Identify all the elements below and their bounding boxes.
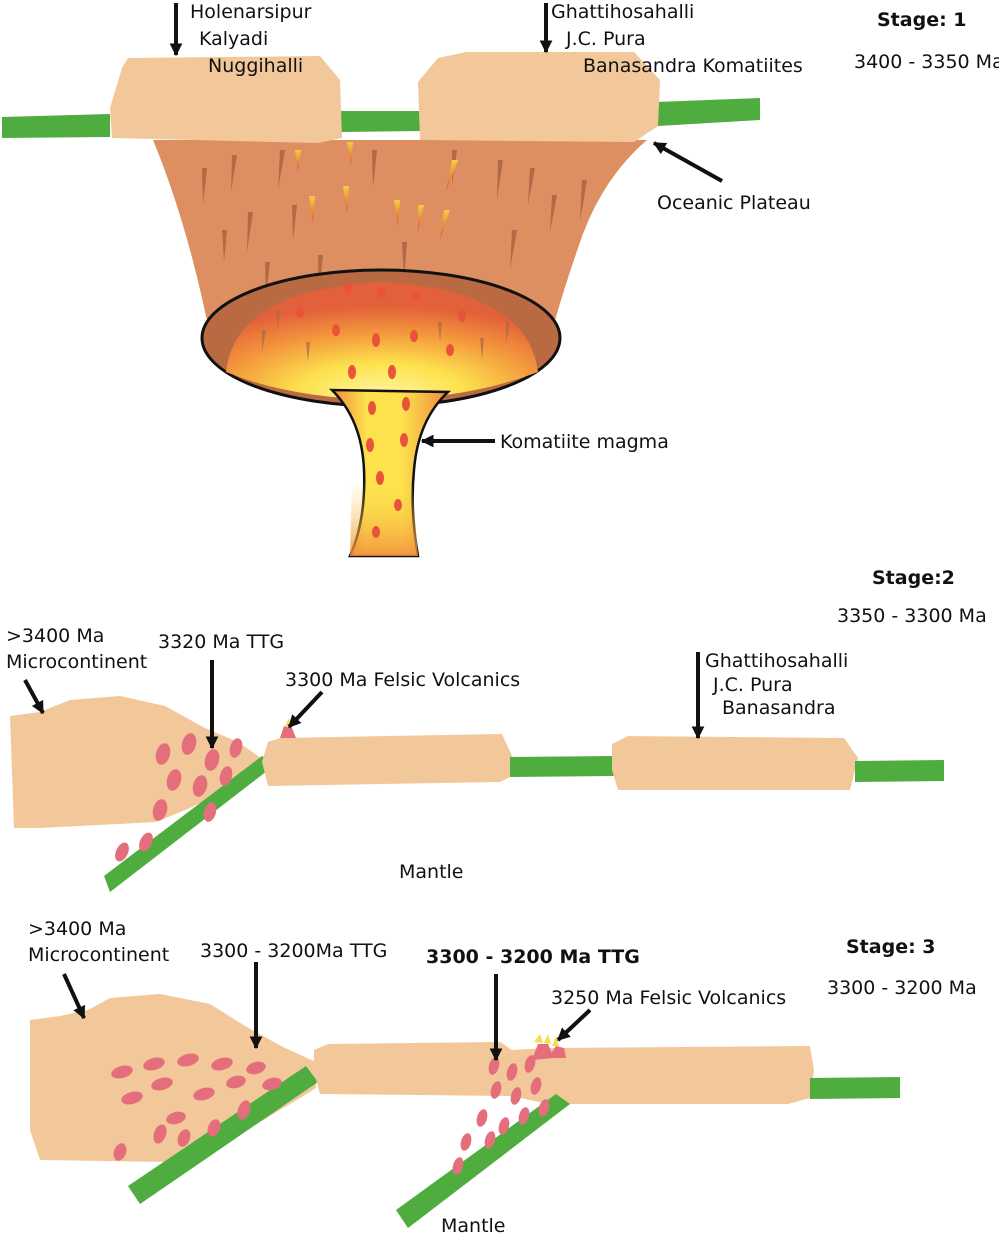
komatiite-droplets bbox=[296, 282, 466, 538]
locality-jc-pura-stage-2: J.C. Pura bbox=[712, 674, 793, 696]
label-ttg-stage-2: 3320 Ma TTG bbox=[158, 631, 284, 653]
label-microcontinent-age-stage-2: >3400 Ma bbox=[6, 625, 104, 647]
arrow-oceanic-plateau bbox=[652, 141, 723, 183]
oceanic-crust-middle bbox=[340, 111, 424, 132]
stage-2-title: Stage:2 bbox=[872, 567, 955, 589]
stage-1-age: 3400 - 3350 Ma bbox=[854, 51, 999, 73]
oceanic-plateau-left bbox=[110, 56, 342, 143]
label-oceanic-plateau: Oceanic Plateau bbox=[657, 192, 811, 214]
stage-3-age: 3300 - 3200 Ma bbox=[827, 977, 977, 999]
locality-nuggihalli: Nuggihalli bbox=[208, 55, 303, 77]
arrow-felsic-stage-2 bbox=[287, 690, 324, 729]
subducting-slab-right-stage-3 bbox=[396, 1094, 570, 1228]
plateau-right-stage-2 bbox=[612, 736, 858, 790]
ttg-plutons-left-stage-3 bbox=[111, 1053, 282, 1161]
oceanic-crust-middle-stage-2 bbox=[510, 756, 614, 777]
locality-ghattihosahalli: Ghattihosahalli bbox=[551, 1, 694, 23]
oceanic-crust-segments bbox=[2, 98, 760, 138]
arrow-microcontinent-stage-2 bbox=[23, 679, 45, 715]
stage-3-title: Stage: 3 bbox=[846, 936, 936, 958]
locality-banasandra-komatiites: Banasandra Komatiites bbox=[583, 55, 803, 77]
label-mantle-stage-2: Mantle bbox=[399, 861, 464, 883]
locality-banasandra-stage-2: Banasandra bbox=[722, 697, 835, 719]
label-microcontinent-stage-2: Microcontinent bbox=[6, 651, 147, 673]
felsic-volcanics-stage-3 bbox=[532, 1034, 566, 1060]
ttg-plutons-stage-2 bbox=[115, 733, 243, 862]
locality-kalyadi: Kalyadi bbox=[199, 28, 268, 50]
crust-block-stage-3 bbox=[314, 1042, 814, 1104]
label-felsic-stage-3: 3250 Ma Felsic Volcanics bbox=[551, 987, 786, 1009]
oceanic-crust-right-stage-3 bbox=[810, 1077, 900, 1099]
oceanic-crust-right-stage-2 bbox=[855, 760, 944, 782]
locality-ghattihosahalli-stage-2: Ghattihosahalli bbox=[705, 650, 848, 672]
locality-jc-pura: J.C. Pura bbox=[565, 28, 646, 50]
stage-2-panel: Stage:2 3350 - 3300 Ma >3400 Ma Microcon… bbox=[6, 567, 987, 892]
arrow-microcontinent-stage-3 bbox=[62, 973, 86, 1020]
oceanic-crust-right bbox=[656, 98, 760, 126]
locality-holenarsipur: Holenarsipur bbox=[190, 1, 312, 23]
label-microcontinent-stage-3: Microcontinent bbox=[28, 944, 169, 966]
stage-3-panel: >3400 Ma Microcontinent 3300 - 3200Ma TT… bbox=[28, 918, 977, 1237]
label-felsic-stage-2: 3300 Ma Felsic Volcanics bbox=[285, 669, 520, 691]
subducting-slab-left-stage-3 bbox=[128, 1066, 318, 1204]
arrow-felsic-stage-3 bbox=[556, 1008, 592, 1042]
oceanic-crust-left bbox=[2, 114, 110, 138]
microcontinent-stage-2 bbox=[10, 696, 264, 828]
stage-1-panel: Stage: 1 3400 - 3350 Ma Holenarsipur Kal… bbox=[2, 1, 999, 558]
label-mantle-stage-3: Mantle bbox=[441, 1215, 506, 1237]
oceanic-plateau-right bbox=[418, 52, 660, 142]
plume-hot-streaks bbox=[295, 142, 458, 240]
stage-2-age: 3350 - 3300 Ma bbox=[837, 605, 987, 627]
stage-1-title: Stage: 1 bbox=[877, 9, 967, 31]
subducting-slab-stage-2 bbox=[104, 756, 276, 892]
plume-head-streaks bbox=[262, 310, 510, 362]
crust-block-stage-2 bbox=[262, 734, 512, 786]
label-ttg-left-stage-3: 3300 - 3200Ma TTG bbox=[200, 940, 387, 962]
label-ttg-right-stage-3: 3300 - 3200 Ma TTG bbox=[426, 946, 640, 968]
label-komatiite-magma: Komatiite magma bbox=[500, 431, 669, 453]
label-microcontinent-age-stage-3: >3400 Ma bbox=[28, 918, 126, 940]
